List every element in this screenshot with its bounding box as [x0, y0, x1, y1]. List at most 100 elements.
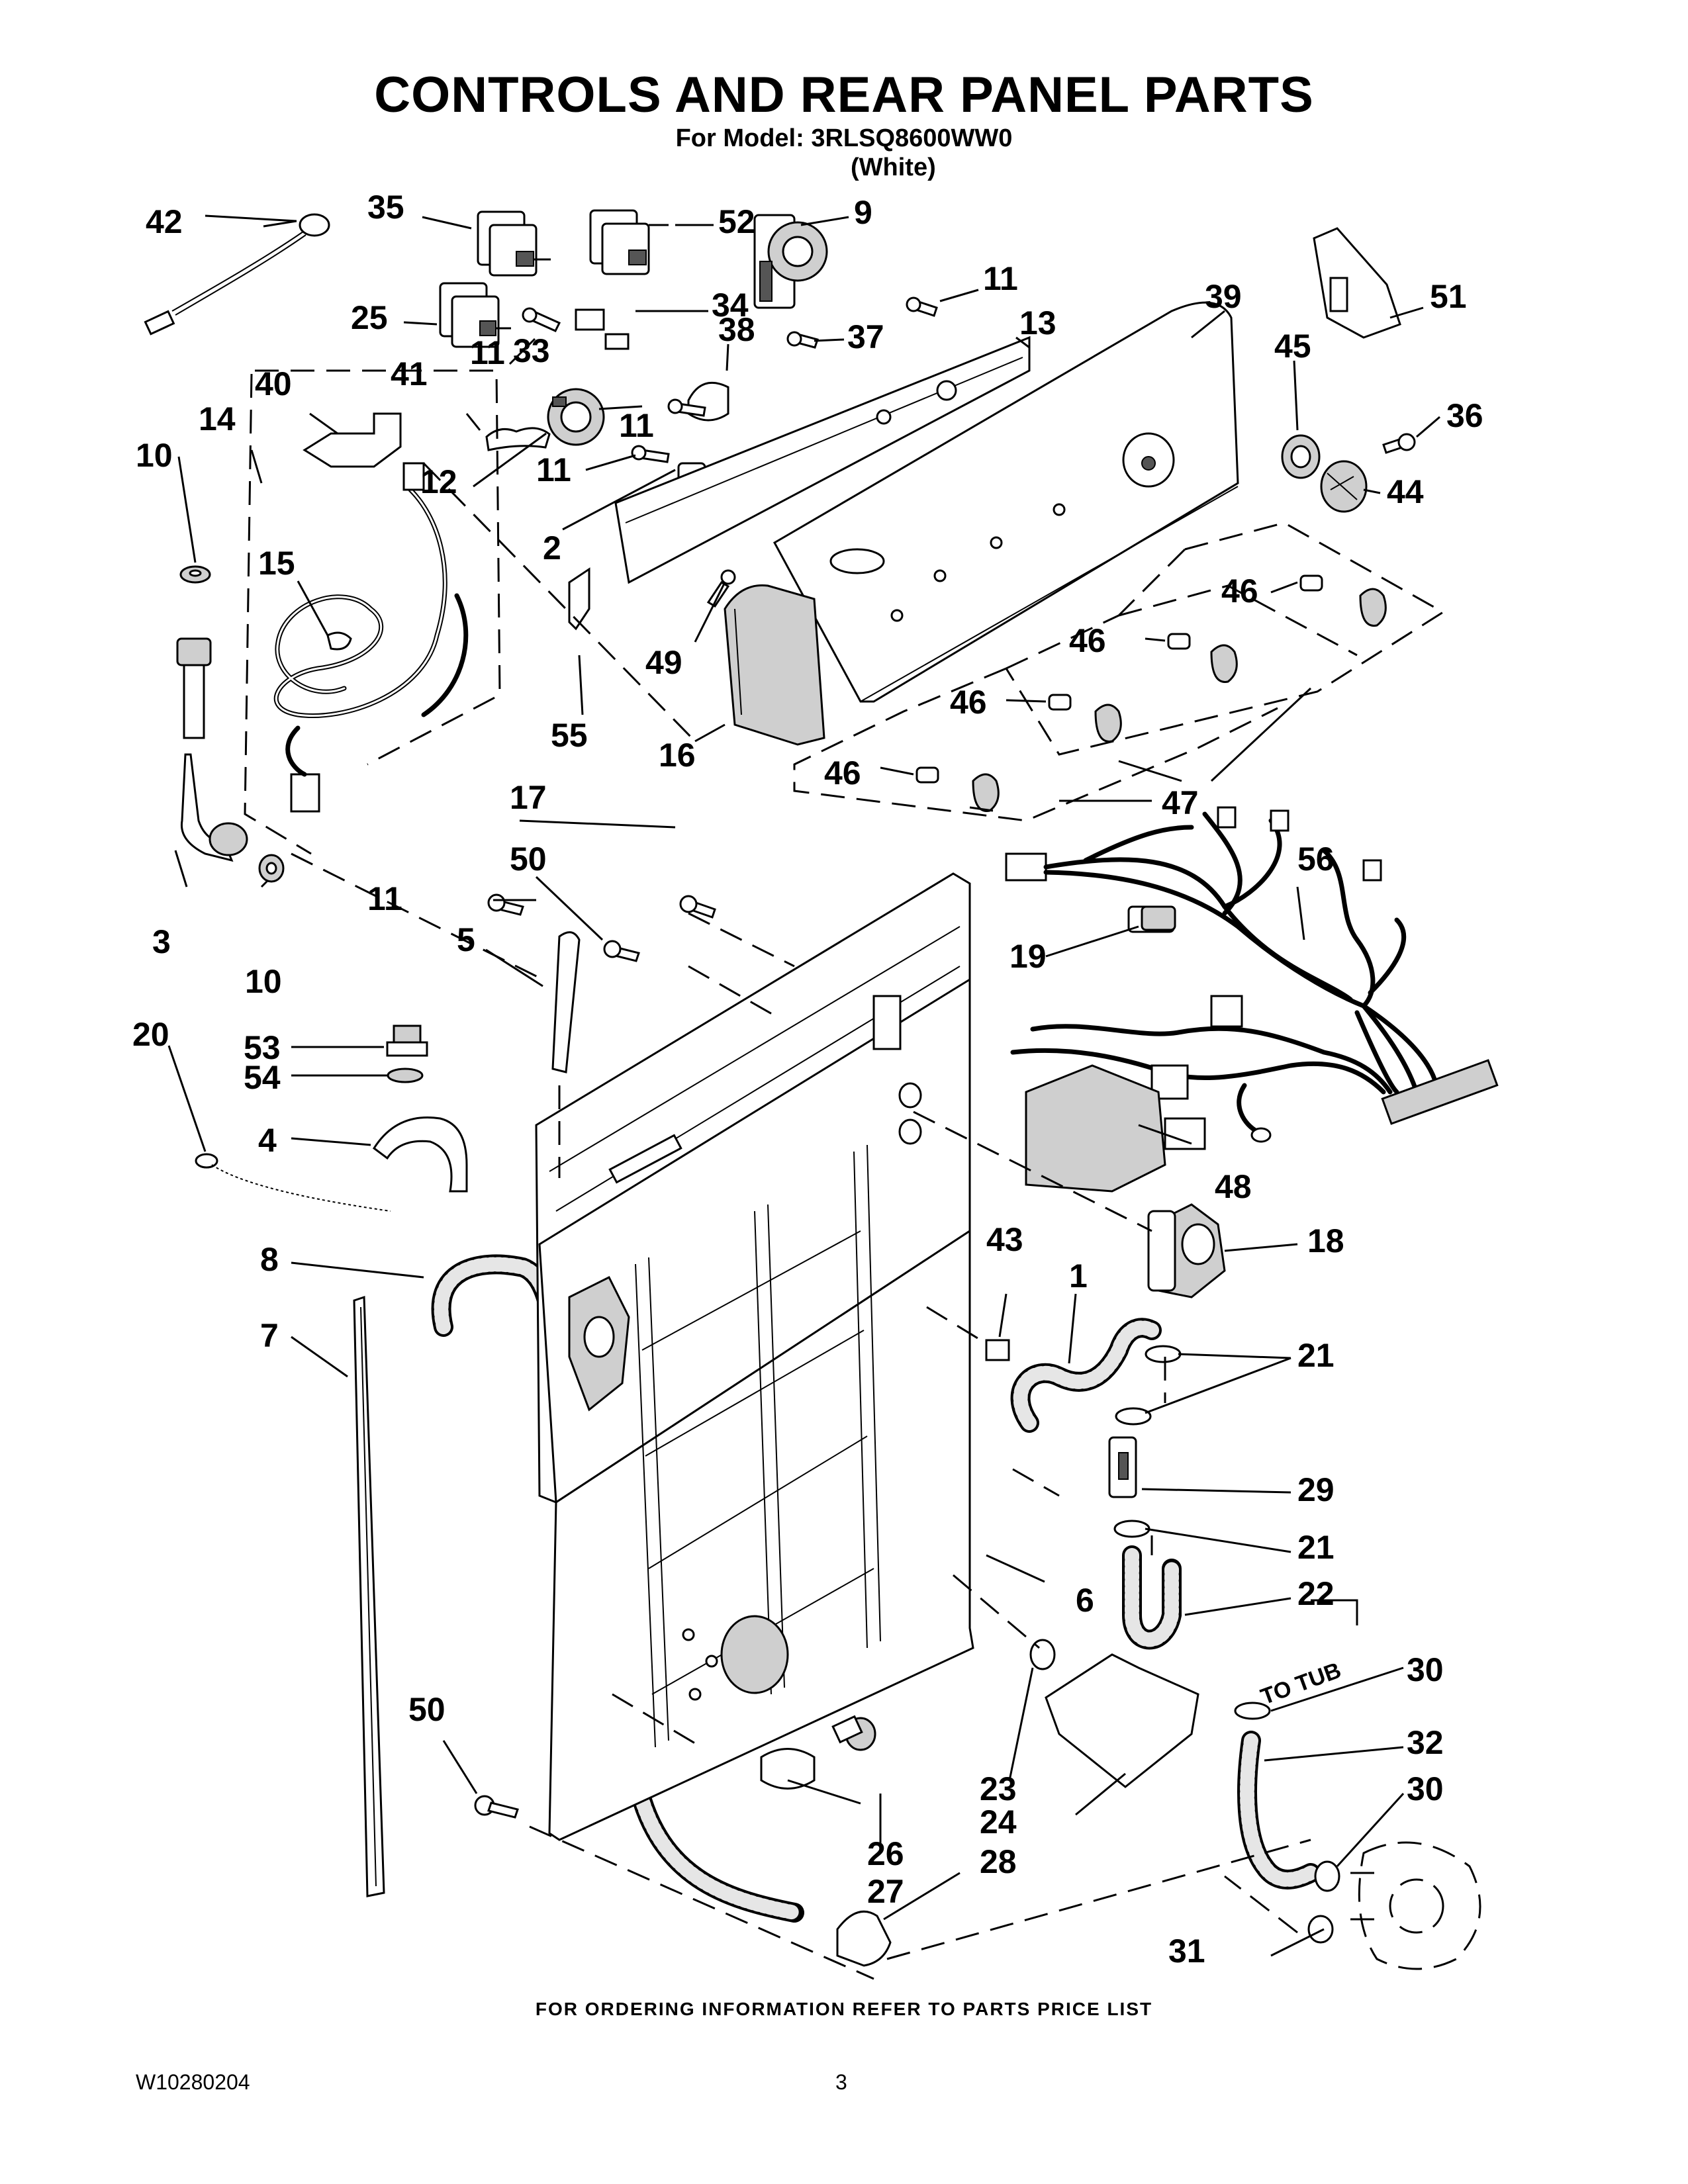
tub-outlet-part: [1350, 1841, 1481, 1970]
callout-46d: 46: [824, 754, 861, 792]
callout-37: 37: [847, 318, 884, 355]
bracket-33-part: [604, 333, 630, 350]
callout-30b: 30: [1407, 1770, 1444, 1807]
ground-wire-part: [144, 213, 330, 336]
callout-10a: 10: [136, 437, 173, 474]
callout-20: 20: [132, 1016, 169, 1053]
callout-44: 44: [1387, 473, 1424, 510]
endcap-16-part: [724, 584, 825, 746]
screw-49-part: [706, 569, 736, 608]
switch-52-part: [589, 209, 669, 275]
callout-21a: 21: [1297, 1337, 1335, 1374]
callout-53: 53: [244, 1029, 281, 1066]
callout-3: 3: [152, 923, 171, 960]
callout-29: 29: [1297, 1471, 1335, 1508]
screws-11-group: [522, 296, 1416, 463]
inlet-valve-18-part: [1147, 1203, 1226, 1298]
clamp-4-part: [372, 1116, 468, 1193]
callout-54: 54: [244, 1059, 281, 1096]
hose-32-part: [1237, 1731, 1321, 1889]
harness-19-part: [1141, 905, 1176, 931]
bracket-40-part: [303, 412, 402, 468]
endcap-51-part: [1313, 227, 1401, 339]
washer-10-bottom-part: [258, 854, 285, 883]
clamp-31-part: [1307, 1915, 1334, 1944]
nut-53-part: [386, 1024, 428, 1057]
document-number: W10280204: [136, 2070, 250, 2094]
callout-48: 48: [1215, 1168, 1252, 1205]
callout-46b: 46: [1069, 622, 1106, 659]
callout-2: 2: [543, 529, 561, 567]
callout-45: 45: [1274, 328, 1311, 365]
callout-55: 55: [551, 717, 588, 754]
callout-40: 40: [255, 365, 292, 402]
callout-52: 52: [718, 203, 755, 240]
callout-6: 6: [1076, 1582, 1094, 1619]
callout-15: 15: [258, 545, 295, 582]
page-title: CONTROLS AND REAR PANEL PARTS: [374, 67, 1314, 123]
callout-56: 56: [1297, 841, 1335, 878]
callout-39: 39: [1205, 278, 1242, 315]
callout-14: 14: [199, 400, 236, 437]
callout-19: 19: [1009, 938, 1047, 975]
callout-11b: 11: [470, 334, 505, 371]
color-line: (White): [851, 154, 936, 181]
console-39-part: [773, 301, 1239, 703]
callout-11e: 11: [367, 880, 402, 917]
leader-lines: [167, 214, 1440, 1980]
callout-25: 25: [351, 299, 388, 336]
bracket-34-part: [575, 308, 605, 331]
power-cord-14-part: [244, 369, 501, 855]
switch-35-part: [477, 210, 551, 277]
callout-23: 23: [980, 1770, 1017, 1807]
clamp-27-part: [760, 1748, 816, 1790]
hose-1-part: [1010, 1318, 1162, 1433]
callout-32: 32: [1407, 1724, 1444, 1761]
valve-29-part: [1108, 1436, 1137, 1498]
callout-11d: 11: [536, 451, 571, 488]
callout-50b: 50: [408, 1691, 445, 1728]
callout-18: 18: [1307, 1222, 1344, 1259]
callout-46c: 46: [950, 684, 987, 721]
pressure-switch-12-part: [547, 388, 605, 446]
callout-9: 9: [854, 194, 872, 231]
screw-50-bottom-part: [474, 1795, 519, 1819]
tie-20-part: [195, 1153, 391, 1212]
callout-22: 22: [1297, 1575, 1335, 1612]
plug-26-part: [831, 1715, 876, 1751]
callout-36: 36: [1446, 397, 1483, 434]
callout-50a: 50: [510, 841, 547, 878]
switch-25-part: [439, 282, 511, 348]
screws-17-50-11-group: [487, 893, 716, 962]
callout-42: 42: [146, 203, 183, 240]
clip-41-part: [485, 427, 551, 451]
callout-27: 27: [867, 1873, 904, 1910]
ordering-note: FOR ORDERING INFORMATION REFER TO PARTS …: [535, 1999, 1153, 2019]
knob-44-part: [1320, 460, 1368, 513]
clamp-28-part: [836, 1910, 892, 1967]
clip-55-part: [568, 567, 590, 631]
wire-harness-56-part: [1005, 806, 1499, 1150]
callout-11c: 11: [619, 407, 654, 444]
clamp-30-top-part: [1234, 1702, 1271, 1720]
callout-8: 8: [260, 1241, 279, 1278]
knob-45-part: [1281, 434, 1321, 479]
clamp-30-bottom-part: [1314, 1860, 1340, 1892]
pump-bracket-24-part: [1045, 1653, 1199, 1788]
callout-28: 28: [980, 1843, 1017, 1880]
washer-10-top-part: [179, 565, 211, 584]
callout-7: 7: [260, 1317, 279, 1354]
callout-4: 4: [258, 1122, 277, 1159]
callout-31: 31: [1168, 1933, 1205, 1970]
callout-17: 17: [510, 779, 547, 816]
callout-51: 51: [1430, 278, 1467, 315]
callout-34: 34: [712, 287, 749, 324]
strip-7-part: [353, 1295, 385, 1897]
callout-30a: 30: [1407, 1651, 1444, 1688]
callout-12: 12: [420, 463, 457, 500]
callout-16: 16: [659, 737, 696, 774]
callout-47: 47: [1162, 784, 1199, 821]
inlet-hose-3-part: [176, 637, 248, 862]
clip-43-part: [985, 1339, 1010, 1361]
timer-9-part: [753, 214, 828, 309]
